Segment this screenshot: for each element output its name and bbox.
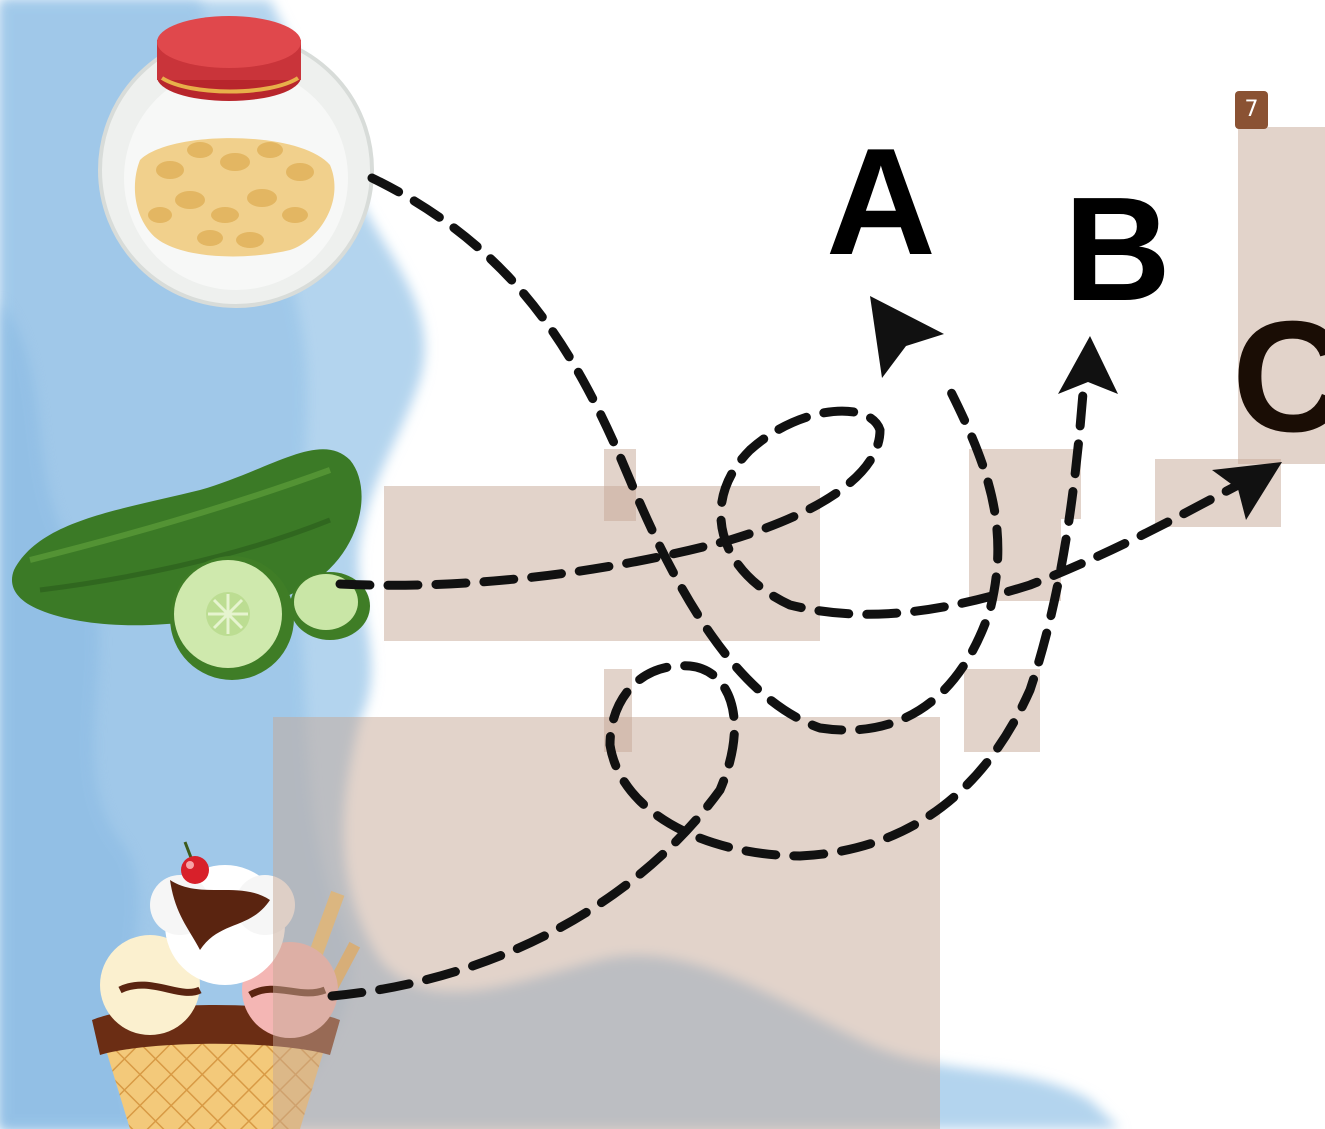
arrow-to-a [870, 296, 944, 378]
destination-label-c: C [1232, 298, 1325, 456]
destination-label-a: A [826, 126, 936, 278]
page-number-badge: 7 [1235, 91, 1268, 129]
destination-label-b: B [1064, 176, 1171, 324]
arrow-to-b [1058, 336, 1118, 394]
